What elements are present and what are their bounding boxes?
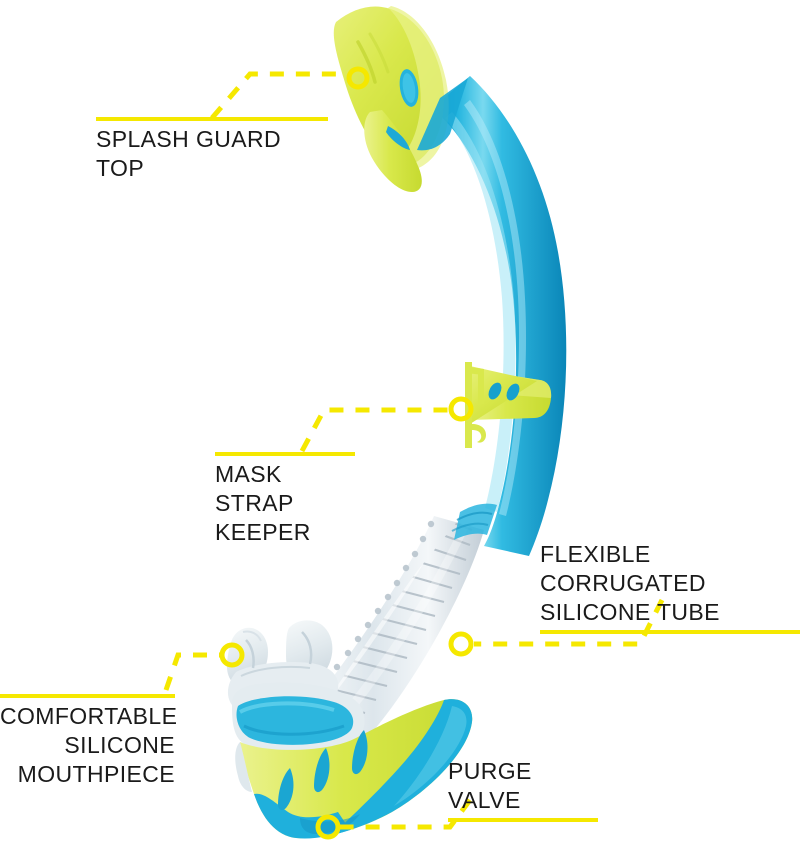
mask-strap-keeper xyxy=(465,362,552,448)
callout-rule xyxy=(0,694,175,698)
callout-mask-strap-keeper: MASK STRAP KEEPER xyxy=(215,452,355,547)
callout-label-purge-valve: PURGE VALVE xyxy=(448,758,532,813)
callout-rule xyxy=(448,818,598,822)
callout-label-comfortable-silicone-mouthpiece: COMFORTABLE SILICONE MOUTHPIECE xyxy=(0,703,178,787)
mouthpiece-assembly xyxy=(226,620,473,839)
callout-label-flexible-corrugated-silicone-tube: FLEXIBLE CORRUGATED SILICONE TUBE xyxy=(540,541,720,625)
callout-rule xyxy=(96,117,328,121)
callout-purge-valve: PURGE VALVE xyxy=(448,757,598,822)
callout-flexible-corrugated-silicone-tube: FLEXIBLE CORRUGATED SILICONE TUBE xyxy=(540,540,800,634)
splash-guard-top xyxy=(333,6,468,192)
callout-splash-guard-top: SPLASH GUARD TOP xyxy=(96,117,328,183)
callout-comfortable-silicone-mouthpiece: COMFORTABLE SILICONE MOUTHPIECE xyxy=(0,694,178,789)
callout-label-mask-strap-keeper: MASK STRAP KEEPER xyxy=(215,461,311,545)
callout-rule xyxy=(540,630,800,634)
callout-rule xyxy=(215,452,355,456)
callout-label-splash-guard-top: SPLASH GUARD TOP xyxy=(96,126,282,181)
rigid-blue-tube xyxy=(432,76,567,556)
